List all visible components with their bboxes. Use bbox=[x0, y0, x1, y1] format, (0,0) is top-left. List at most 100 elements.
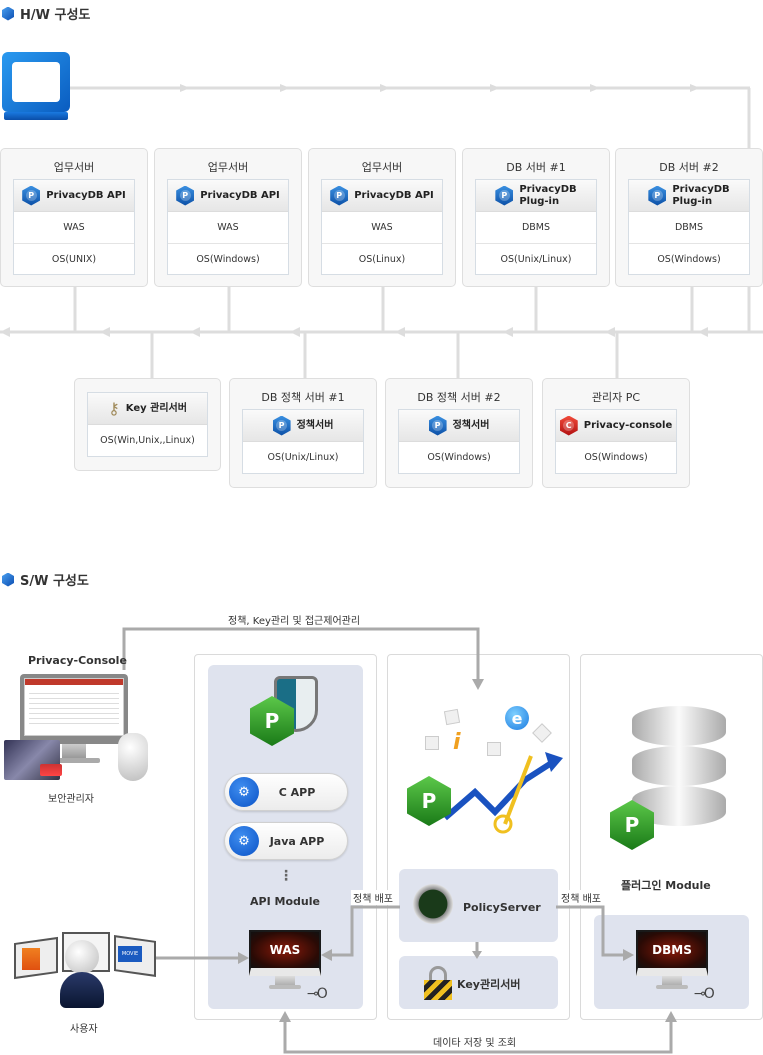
more-apps-ellipsis: ⋮ bbox=[279, 868, 293, 884]
server-row: OS(Unix/Linux) bbox=[476, 243, 596, 274]
server-title: 업무서버 bbox=[53, 161, 95, 174]
arrow-up bbox=[279, 1011, 291, 1022]
server-title: DB 정책 서버 #2 bbox=[417, 391, 501, 404]
arrow-down bbox=[472, 951, 482, 959]
module-label-line2: Plug-in bbox=[672, 195, 713, 207]
presentation-icon bbox=[22, 948, 40, 970]
key-server-label: Key관리서버 bbox=[457, 978, 521, 991]
hw-top-arrows bbox=[180, 84, 700, 92]
movie-icon: MOVIE bbox=[118, 946, 142, 962]
hw-title-text: H/W 구성도 bbox=[20, 8, 91, 23]
server-card: DB 정책 서버 #2 P 정책서버 OS(Windows) bbox=[385, 378, 533, 488]
privacydb-shield-key-icon: P bbox=[248, 676, 324, 752]
server-card: DB 서버 #1 P PrivacyDB Plug-in DBMS OS(Uni… bbox=[462, 148, 610, 287]
server-module-header: P PrivacyDB Plug-in bbox=[629, 180, 749, 212]
privacydb-hex-icon: P bbox=[330, 185, 349, 206]
server-title: DB 서버 #1 bbox=[506, 161, 566, 174]
hw-vertical-connectors bbox=[73, 287, 751, 378]
arrow-right bbox=[238, 952, 249, 964]
privacydb-hex-icon: P bbox=[22, 185, 41, 206]
arrow-up bbox=[665, 1011, 677, 1022]
arrow-left bbox=[698, 327, 708, 337]
gear-icon: ⚙ bbox=[229, 826, 259, 856]
privacydb-hex-icon: P bbox=[176, 185, 195, 206]
server-row: OS(Windows) bbox=[427, 452, 491, 463]
server-row: OS(Linux) bbox=[322, 243, 442, 274]
dbms-label: DBMS bbox=[636, 930, 708, 976]
arrow-left bbox=[605, 327, 615, 337]
arrow-right bbox=[380, 84, 390, 92]
server-module-header: P PrivacyDB Plug-in bbox=[476, 180, 596, 212]
speaker-icon bbox=[487, 742, 501, 756]
arrow-right bbox=[180, 84, 190, 92]
server-row: DBMS bbox=[674, 222, 704, 233]
data-storage-label: 데이타 저장 및 조회 bbox=[433, 1038, 517, 1049]
arrow-left bbox=[290, 327, 300, 337]
server-row: OS(Unix/Linux) bbox=[267, 452, 339, 463]
server-row: WAS bbox=[371, 222, 393, 233]
c-app-pill: ⚙ C APP bbox=[224, 773, 348, 811]
module-label: 정책서버 bbox=[452, 419, 490, 431]
server-row: OS(Windows) bbox=[629, 243, 749, 274]
policy-server-label: PolicyServer bbox=[463, 901, 541, 914]
module-label: Privacy-console bbox=[583, 419, 673, 431]
arrow-left bbox=[100, 327, 110, 337]
module-label-line2: Plug-in bbox=[519, 195, 560, 207]
arrow-left bbox=[321, 949, 332, 961]
module-label-line1: PrivacyDB bbox=[672, 183, 730, 195]
server-card: 업무서버 P PrivacyDB API WAS OS(UNIX) bbox=[0, 148, 148, 287]
java-app-pill: ⚙ Java APP bbox=[224, 822, 348, 860]
server-row: OS(Win,Unix,,Linux) bbox=[100, 435, 195, 446]
plugin-module-label: 플러그인 Module bbox=[621, 879, 711, 892]
radar-icon bbox=[413, 884, 453, 924]
policy-management-flow bbox=[122, 627, 480, 680]
key-server-card: ⚷ Key 관리서버 OS(Win,Unix,,Linux) bbox=[74, 378, 221, 471]
server-card: 업무서버 P PrivacyDB API WAS OS(Linux) bbox=[308, 148, 456, 287]
growth-arrow-icon bbox=[443, 752, 563, 834]
server-row: DBMS bbox=[521, 222, 551, 233]
admin-label: 보안관리자 bbox=[48, 794, 94, 805]
ie-browser-icon: e bbox=[505, 706, 529, 730]
user-avatar-head bbox=[65, 940, 99, 974]
server-module-header: ⚷ Key 관리서버 bbox=[88, 393, 207, 425]
key-icon: ⊸O bbox=[307, 986, 328, 1002]
arrow-right bbox=[590, 84, 600, 92]
privacydb-hex-icon: P bbox=[428, 415, 447, 436]
server-module-header: P 정책서버 bbox=[243, 410, 363, 442]
server-card: 관리자 PC C Privacy-console OS(Windows) bbox=[542, 378, 690, 488]
server-module-header: P 정책서버 bbox=[399, 410, 519, 442]
client-monitor-icon bbox=[0, 52, 72, 128]
server-card: DB 서버 #2 P PrivacyDB Plug-in DBMS OS(Win… bbox=[615, 148, 763, 287]
server-card: 업무서버 P PrivacyDB API WAS OS(Windows) bbox=[154, 148, 302, 287]
module-label-line1: PrivacyDB bbox=[519, 183, 577, 195]
data-storage-flow bbox=[283, 1020, 673, 1054]
info-icon: i bbox=[453, 730, 461, 755]
module-label: PrivacyDB API bbox=[46, 189, 126, 201]
database-stack-icon bbox=[628, 706, 728, 830]
privacydb-hex-icon: P bbox=[495, 185, 514, 206]
module-label: PrivacyDB API bbox=[200, 189, 280, 201]
app-label: C APP bbox=[278, 785, 316, 799]
padlock-icon bbox=[424, 966, 452, 1000]
module-label: PrivacyDB API bbox=[354, 189, 434, 201]
server-module-header: C Privacy-console bbox=[556, 410, 676, 442]
arrow-left bbox=[190, 327, 200, 337]
hw-connection-lines bbox=[0, 84, 763, 378]
arrow-right bbox=[623, 949, 634, 961]
server-row: WAS bbox=[217, 222, 239, 233]
policy-deploy-right-flow bbox=[556, 905, 625, 957]
policy-deploy-left-flow bbox=[330, 905, 400, 957]
app-label: Java APP bbox=[269, 834, 325, 848]
server-row: WAS bbox=[63, 222, 85, 233]
server-module-header: P PrivacyDB API bbox=[322, 180, 442, 212]
module-label: 정책서버 bbox=[296, 419, 334, 431]
arrow-right bbox=[690, 84, 700, 92]
console-hex-icon: C bbox=[559, 415, 578, 436]
server-row: OS(Windows) bbox=[168, 243, 288, 274]
policy-management-illustration: e i P bbox=[405, 700, 565, 840]
server-card: DB 정책 서버 #1 P 정책서버 OS(Unix/Linux) bbox=[229, 378, 377, 488]
arrow-left bbox=[395, 327, 405, 337]
server-module-header: P PrivacyDB API bbox=[168, 180, 288, 212]
key-icon: ⚷ bbox=[108, 398, 120, 418]
